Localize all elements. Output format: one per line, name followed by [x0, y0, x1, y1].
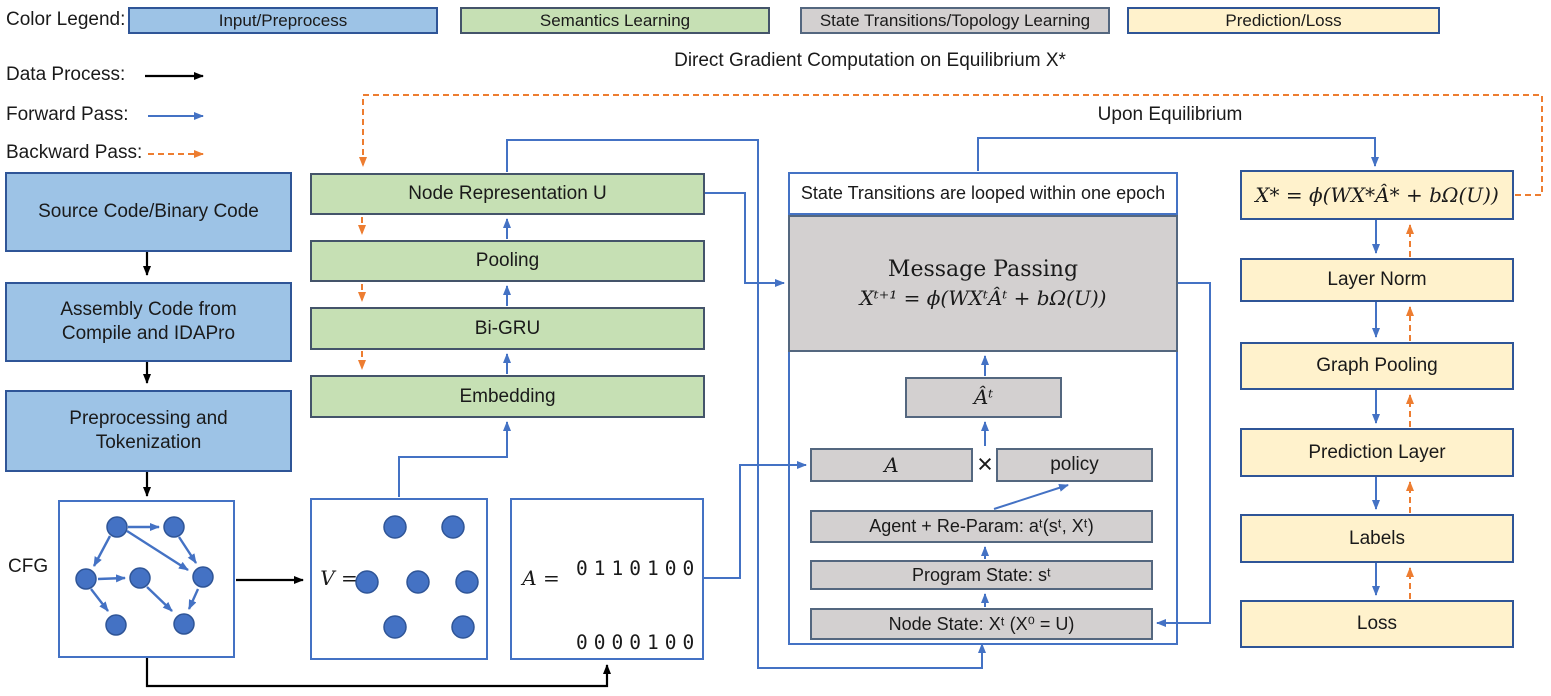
message-passing-title: Message Passing	[887, 257, 1079, 283]
state-transitions-header: State Transitions are looped within one …	[788, 172, 1178, 215]
upon-equilibrium-label: Upon Equilibrium	[1097, 104, 1243, 125]
box-prediction-layer: Prediction Layer	[1240, 428, 1514, 477]
box-bi-gru: Bi-GRU	[310, 307, 705, 350]
matrix-row: 0110100	[576, 557, 701, 581]
box-adjacency-a: A	[810, 448, 973, 482]
matrix-row: 0000100	[576, 630, 701, 654]
box-labels: Labels	[1240, 514, 1514, 563]
box-policy: policy	[996, 448, 1153, 482]
message-passing-formula: Xᵗ⁺¹ = ϕ(WXᵗÂᵗ + bΩ(U))	[859, 285, 1107, 310]
box-layer-norm: Layer Norm	[1240, 258, 1514, 302]
legend-semantics-learning: Semantics Learning	[460, 7, 770, 34]
box-pooling: Pooling	[310, 240, 705, 282]
data-process-label: Data Process:	[6, 64, 126, 85]
box-graph-pooling: Graph Pooling	[1240, 342, 1514, 390]
box-node-representation: Node Representation U	[310, 173, 705, 215]
box-assembly-code: Assembly Code from Compile and IDAPro	[5, 282, 292, 362]
box-embedding: Embedding	[310, 375, 705, 418]
box-node-state: Node State: Xᵗ (X⁰ = U)	[810, 608, 1153, 640]
a-equals-label: A =	[522, 566, 560, 590]
box-loss: Loss	[1240, 600, 1514, 648]
box-program-state: Program State: sᵗ	[810, 560, 1153, 590]
v-equals-label: V =	[320, 566, 358, 590]
legend-state-transitions: State Transitions/Topology Learning	[800, 7, 1110, 34]
legend-input-preprocess: Input/Preprocess	[128, 7, 438, 34]
box-message-passing: Message Passing Xᵗ⁺¹ = ϕ(WXᵗÂᵗ + bΩ(U))	[788, 215, 1178, 352]
backward-title: Direct Gradient Computation on Equilibri…	[674, 50, 1066, 71]
box-equilibrium-formula: X* = ϕ(WX*Â* + bΩ(U))	[1240, 170, 1514, 220]
box-preprocessing: Preprocessing and Tokenization	[5, 390, 292, 472]
box-source-code: Source Code/Binary Code	[5, 172, 292, 252]
cfg-graph-box	[58, 500, 235, 658]
forward-pass-label: Forward Pass:	[6, 104, 129, 125]
legend-prediction-loss: Prediction/Loss	[1127, 7, 1440, 34]
cfg-label: CFG	[8, 556, 49, 577]
color-legend-title: Color Legend:	[6, 9, 126, 30]
backward-pass-label: Backward Pass:	[6, 142, 143, 163]
box-agent-reparam: Agent + Re-Param: aᵗ(sᵗ, Xᵗ)	[810, 510, 1153, 543]
box-a-hat: Âᵗ	[905, 377, 1062, 418]
